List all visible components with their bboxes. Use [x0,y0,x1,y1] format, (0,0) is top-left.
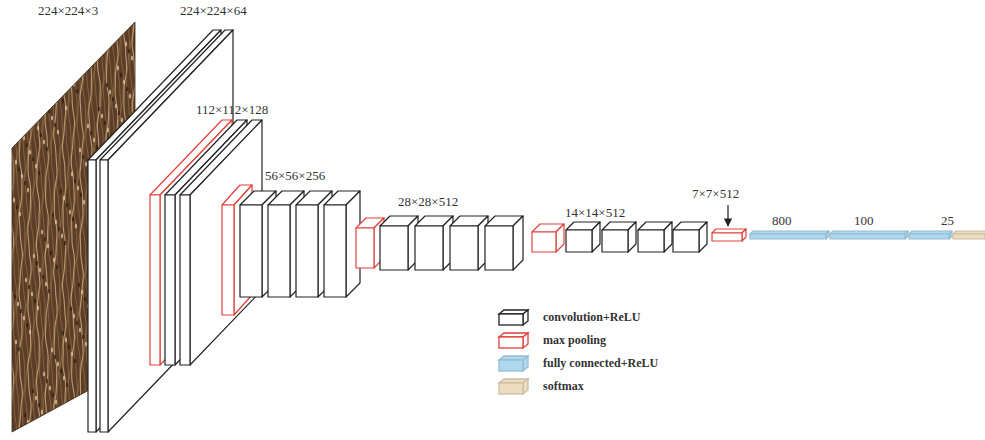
conv-block [485,216,523,270]
conv-block [180,120,262,365]
conv-block [673,222,707,252]
fc-layer [909,231,952,239]
dimension-label: 112×112×128 [196,102,268,118]
dimension-label: 800 [772,213,792,229]
conv-block [380,216,418,270]
dimension-label: 14×14×512 [565,205,625,221]
dimension-label: 7×7×512 [692,186,739,202]
dimension-label: 56×56×256 [265,168,325,184]
dimension-label: 100 [854,213,874,229]
legend-text: softmax [543,379,584,394]
conv-block [450,216,488,270]
dimension-label: 28×28×512 [398,194,458,210]
legend-text: fully connected+ReLU [543,356,658,371]
conv-block [415,216,453,270]
conv-block [638,222,672,252]
legend-text: max pooling [543,333,606,348]
conv-block [602,222,636,252]
conv-block [324,191,360,297]
fc-layer [750,231,829,239]
conv-block [566,222,600,252]
layer-blocks [88,30,985,432]
legend-swatch [497,354,531,374]
pool-block [532,224,564,252]
pool-block [712,229,746,241]
pointer-arrow [727,205,728,226]
legend-swatch [497,331,531,351]
legend-swatch [497,377,531,397]
dimension-label: 224×224×3 [38,3,98,19]
dimension-label: 224×224×64 [180,3,247,19]
dimension-label: 25 [941,213,954,229]
legend-swatch [497,308,531,328]
fc-layer [830,231,908,239]
legend-text: convolution+ReLU [543,310,641,325]
softmax-layer [953,231,985,239]
